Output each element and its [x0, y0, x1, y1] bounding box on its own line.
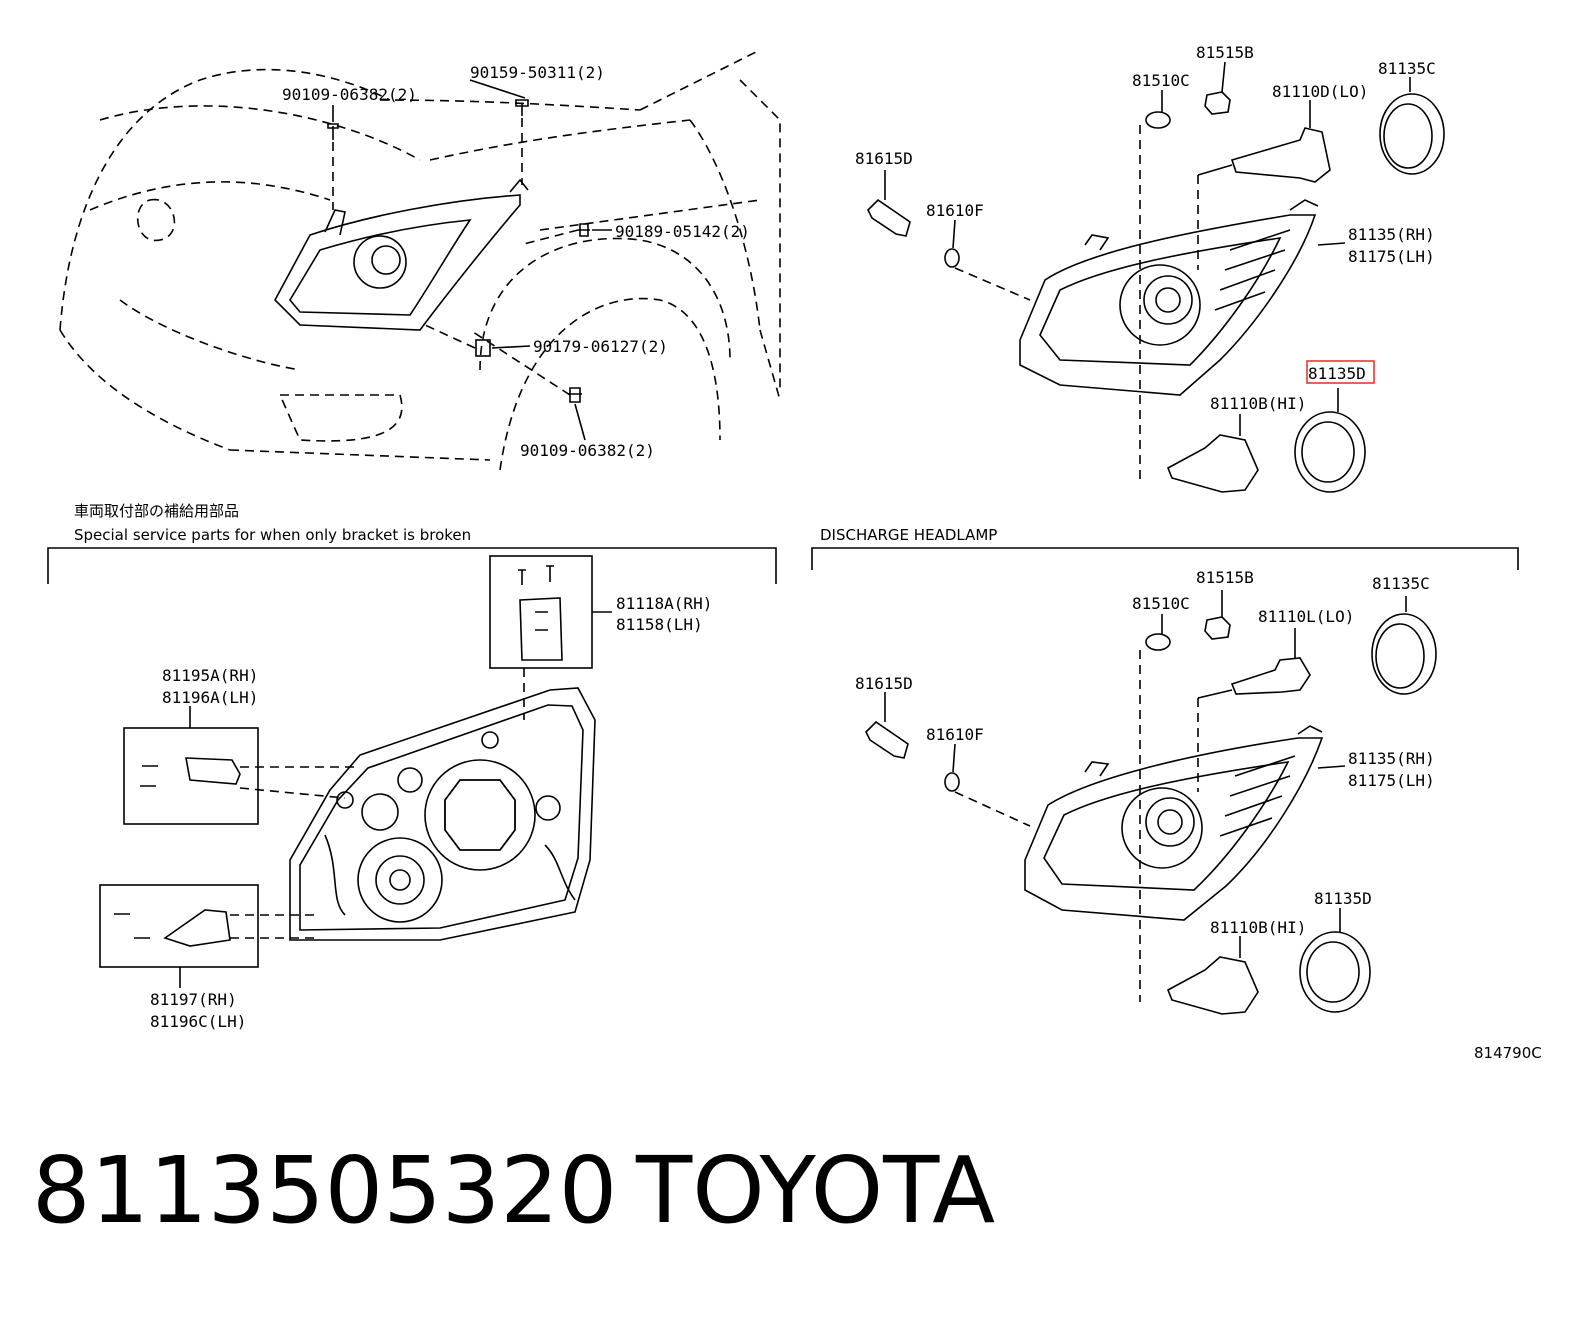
label-bulb-lo: 81110D(LO) [1272, 82, 1368, 101]
discharge-section-title: DISCHARGE HEADLAMP [820, 526, 997, 544]
label-socket-81515b: 81515B [1196, 43, 1254, 62]
label-bracket-bottom-lh: 81196C(LH) [150, 1012, 246, 1031]
bracket-top-part [518, 565, 563, 661]
label-bracket-bottom-rh: 81197(RH) [150, 990, 237, 1009]
label-d-lamp-rh: 81135(RH) [1348, 749, 1435, 768]
label-bulb-81610f: 81610F [926, 201, 984, 220]
headlamp-rear-view [289, 687, 596, 941]
diagram-code: 814790C [1474, 1044, 1542, 1062]
bracket-bottom-part [114, 909, 231, 947]
label-lamp-rh: 81135(RH) [1348, 225, 1435, 244]
label-d-bulb-81610f: 81610F [926, 725, 984, 744]
bracket-section-title-jp: 車両取付部の補給用部品 [74, 502, 239, 520]
label-d-bulb-lo: 81110L(LO) [1258, 607, 1354, 626]
discharge-headlamp-view [865, 590, 1437, 1015]
bracket-left-box [123, 727, 259, 825]
label-bracket-left-rh: 81195A(RH) [162, 666, 258, 685]
brand-caption: TOYOTA [635, 1137, 995, 1244]
part-number-caption: 8113505320 [32, 1137, 617, 1244]
label-d-cover-81135c: 81135C [1372, 574, 1430, 593]
highlight-box [1306, 360, 1375, 384]
car-front-view [59, 49, 781, 471]
label-d-bulb-81510c: 81510C [1132, 594, 1190, 613]
label-bulb-81510c: 81510C [1132, 71, 1190, 90]
label-bolt-bottom: 90109-06382(2) [520, 441, 655, 460]
label-d-bulb-hi: 81110B(HI) [1210, 918, 1306, 937]
label-d-cover-81135d: 81135D [1314, 889, 1372, 908]
label-bolt-left: 90109-06382(2) [282, 85, 417, 104]
bracket-section-title-en: Special service parts for when only brac… [74, 526, 471, 544]
label-cover-81135c: 81135C [1378, 59, 1436, 78]
label-d-socket-81515b: 81515B [1196, 568, 1254, 587]
label-lamp-lh: 81175(LH) [1348, 247, 1435, 266]
label-bulb-hi: 81110B(HI) [1210, 394, 1306, 413]
label-bracket-top-rh: 81118A(RH) [616, 594, 712, 613]
label-clip-right: 90189-05142(2) [615, 222, 750, 241]
label-socket-81615d: 81615D [855, 149, 913, 168]
bracket-bottom-box [99, 884, 259, 968]
label-nut: 90179-06127(2) [533, 337, 668, 356]
discharge-section-bracket [811, 547, 1519, 570]
label-cover-81135d-highlight: 81135D [1308, 364, 1366, 383]
label-d-socket-81615d: 81615D [855, 674, 913, 693]
label-bolt-top: 90159-50311(2) [470, 63, 605, 82]
label-d-lamp-lh: 81175(LH) [1348, 771, 1435, 790]
bracket-section-bracket [47, 547, 777, 584]
bracket-left-part [140, 757, 241, 787]
label-bracket-left-lh: 81196A(LH) [162, 688, 258, 707]
label-bracket-top-lh: 81158(LH) [616, 615, 703, 634]
headlamp-exploded-view [867, 61, 1445, 493]
